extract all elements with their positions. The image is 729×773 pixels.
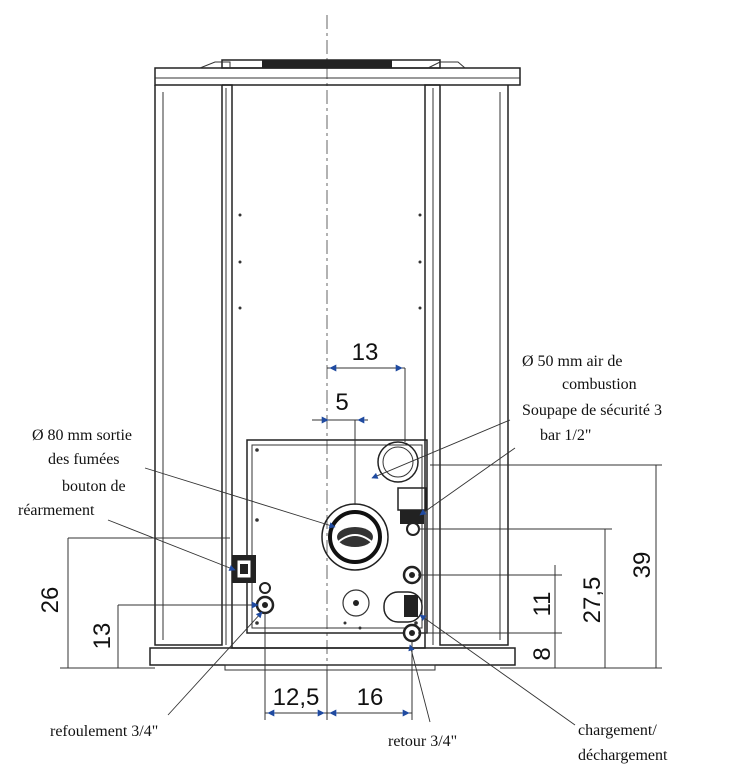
dim-bottom: 12,5 16 (264, 613, 413, 720)
label-air-combustion-line2: combustion (562, 376, 637, 393)
leader-lines (107, 419, 576, 726)
fittings-right (383, 565, 423, 643)
safety-valve (397, 487, 427, 536)
flue-outlet-80mm (321, 503, 389, 571)
dim-12-5-label: 12,5 (273, 684, 320, 711)
dim-16-label: 16 (357, 684, 384, 711)
dim-11-label: 11 (529, 592, 556, 617)
label-air-combustion-line1: Ø 50 mm air de (522, 353, 622, 370)
dim-5: 5 (312, 389, 368, 505)
dim-right: 11 8 27,5 39 (418, 464, 662, 669)
base (149, 647, 516, 671)
label-safety-valve-line2: bar 1/2" (540, 427, 591, 444)
label-flow: refoulement 3/4" (50, 723, 158, 740)
dim-13-top: 13 (327, 339, 406, 442)
dim-27-5-label: 27,5 (579, 577, 606, 624)
label-safety-valve-line1: Soupape de sécurité 3 (522, 402, 662, 419)
dim-13-left: 13 (89, 601, 259, 668)
label-fill-drain-line1: chargement/ (578, 722, 657, 739)
label-flue-outlet-line2: des fumées (48, 451, 120, 468)
label-reset-button-line2: réarmement (18, 502, 95, 519)
back-plate (246, 439, 428, 634)
label-flue-outlet-line1: Ø 80 mm sortie (32, 427, 132, 444)
dim-26: 26 (37, 537, 230, 669)
label-return: retour 3/4" (388, 733, 457, 750)
label-fill-drain-line2: déchargement (578, 747, 668, 764)
dim-13-left-label: 13 (89, 623, 116, 650)
flow-fitting (255, 582, 275, 615)
side-panels (154, 85, 509, 646)
label-reset-button-line1: bouton de (62, 478, 126, 495)
dim-5-label: 5 (335, 389, 348, 416)
top-cap (154, 59, 521, 86)
dim-8-label: 8 (529, 647, 556, 660)
reset-button (232, 555, 256, 583)
dim-13-top-label: 13 (352, 339, 379, 366)
air-intake-50mm (377, 441, 419, 483)
dim-39-label: 39 (629, 552, 656, 579)
dim-26-label: 26 (37, 587, 64, 614)
